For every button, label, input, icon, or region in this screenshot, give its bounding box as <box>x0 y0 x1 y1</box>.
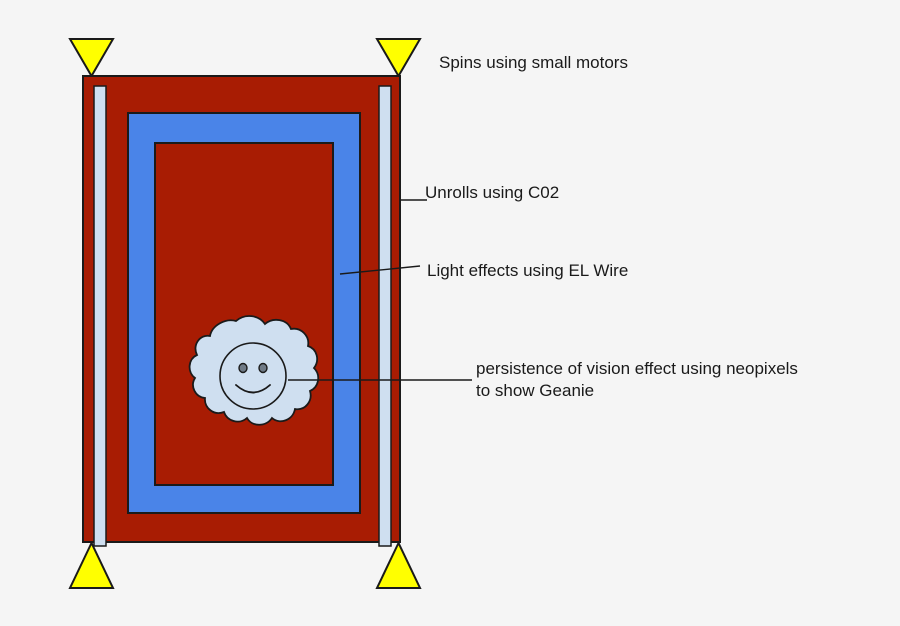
geanie-right-eye-icon <box>258 362 268 374</box>
annotation-label-light-effects-using-el-wire: Light effects using EL Wire <box>427 261 628 280</box>
motor-cone-top-right-icon <box>375 38 422 78</box>
geanie-cloud-mascot <box>188 315 320 426</box>
annotation-label-persistence-of-vision-neopixels-line2: to show Geanie <box>476 381 594 400</box>
geanie-smile-icon <box>235 384 271 394</box>
annotation-label-persistence-of-vision-neopixels-line1: persistence of vision effect using neopi… <box>476 359 798 378</box>
leader-line-light-effects-using-el-wire <box>339 265 421 275</box>
motor-cone-top-left-icon <box>68 38 115 78</box>
motor-cone-bottom-right-icon <box>375 540 422 589</box>
geanie-left-eye-icon <box>238 362 248 374</box>
inner-red-panel <box>154 142 334 486</box>
annotation-label-spins-using-small-motors: Spins using small motors <box>439 53 628 72</box>
left-light-blue-rail <box>93 85 107 547</box>
geanie-face-icon <box>219 342 287 410</box>
right-light-blue-rail <box>378 85 392 547</box>
annotation-label-unrolls-using-co2: Unrolls using C02 <box>425 183 559 202</box>
motor-cone-bottom-left-icon <box>68 540 115 589</box>
